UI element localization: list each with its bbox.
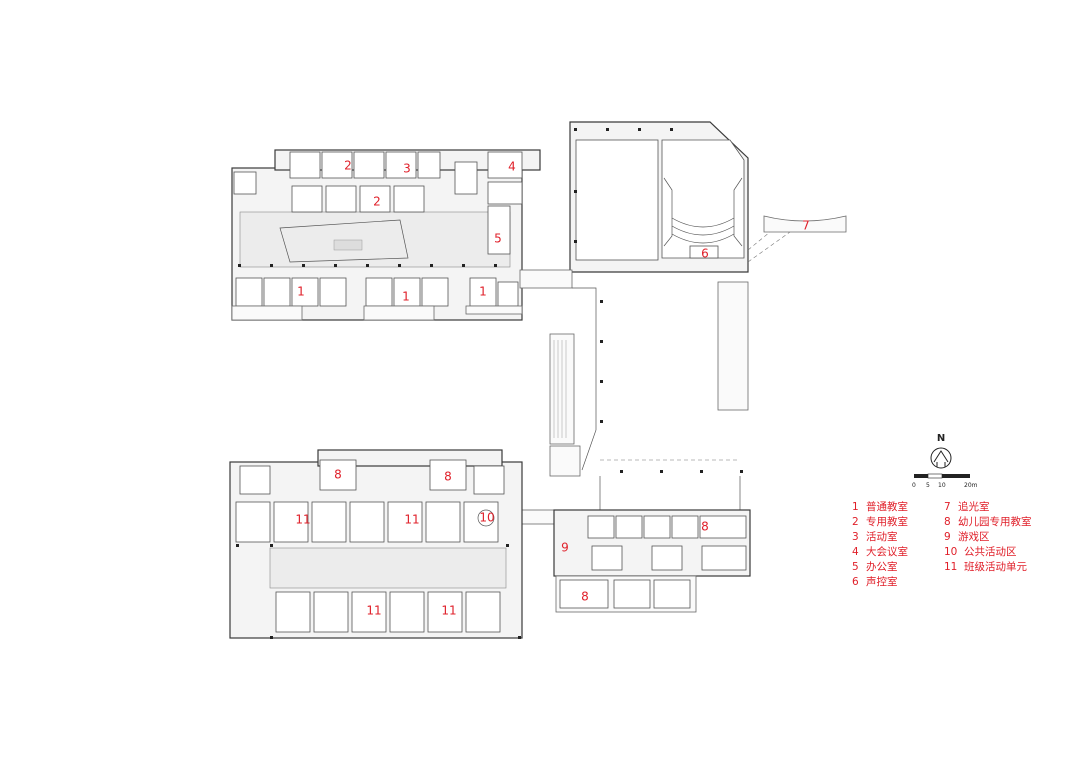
label-class-unit-c: 11 bbox=[366, 604, 381, 618]
label-office: 5 bbox=[494, 232, 502, 246]
scale-10: 10 bbox=[938, 482, 946, 489]
scale-20m: 20m bbox=[964, 482, 978, 489]
scale-bar: 0 5 10 20m bbox=[912, 473, 978, 489]
label-class-unit-d: 11 bbox=[441, 604, 456, 618]
legend-num-3: 3 bbox=[852, 531, 859, 543]
kindergarten-block bbox=[229, 449, 523, 639]
label-specialty-room-a: 2 bbox=[344, 159, 352, 173]
label-class-unit-b: 11 bbox=[404, 513, 419, 527]
label-public-activity: 10 bbox=[479, 511, 494, 525]
kindergarten-annex bbox=[553, 509, 751, 613]
label-kindergarten-room-d: 8 bbox=[581, 590, 589, 604]
legend-text-6: 声控室 bbox=[866, 575, 898, 588]
legend-text-7: 追光室 bbox=[958, 500, 990, 513]
label-spotlight-room: 7 bbox=[802, 219, 810, 233]
label-conference-room: 4 bbox=[508, 160, 516, 174]
courtyard-corridors bbox=[519, 269, 749, 525]
label-classroom-c: 1 bbox=[479, 285, 487, 299]
legend-text-2: 专用教室 bbox=[866, 515, 908, 528]
legend-text-11: 班级活动单元 bbox=[964, 561, 1027, 573]
legend-num-1: 1 bbox=[852, 501, 859, 513]
legend-text-9: 游戏区 bbox=[958, 530, 990, 543]
label-kindergarten-room-c: 8 bbox=[701, 520, 709, 534]
north-arrow: N bbox=[930, 433, 952, 469]
legend-text-3: 活动室 bbox=[866, 530, 898, 543]
compass-icon bbox=[930, 447, 952, 469]
auditorium-block bbox=[569, 121, 847, 273]
legend-num-11: 11 bbox=[944, 561, 957, 573]
label-classroom-b: 1 bbox=[402, 290, 410, 304]
label-classroom-a: 1 bbox=[297, 285, 305, 299]
label-activity-room: 3 bbox=[403, 162, 411, 176]
legend: 1 普通教室 2 专用教室 3 活动室 4 大会议室 5 办公室 6 声控室 7… bbox=[852, 500, 1032, 588]
legend-text-8: 幼儿园专用教室 bbox=[958, 515, 1032, 528]
label-kindergarten-room-a: 8 bbox=[334, 468, 342, 482]
legend-num-10: 10 bbox=[944, 546, 957, 558]
label-kindergarten-room-b: 8 bbox=[444, 470, 452, 484]
legend-text-5: 办公室 bbox=[866, 560, 898, 573]
label-class-unit-a: 11 bbox=[295, 513, 310, 527]
legend-text-10: 公共活动区 bbox=[964, 546, 1017, 558]
scale-0: 0 bbox=[912, 482, 916, 489]
legend-num-4: 4 bbox=[852, 546, 859, 558]
legend-num-7: 7 bbox=[944, 501, 951, 513]
legend-num-5: 5 bbox=[852, 561, 859, 573]
legend-num-2: 2 bbox=[852, 516, 859, 528]
label-sound-control: 6 bbox=[701, 247, 709, 261]
teaching-block-north bbox=[231, 149, 541, 321]
legend-text-1: 普通教室 bbox=[866, 500, 908, 513]
label-specialty-room-b: 2 bbox=[373, 195, 381, 209]
legend-num-8: 8 bbox=[944, 516, 951, 528]
legend-num-9: 9 bbox=[944, 531, 951, 543]
legend-text-4: 大会议室 bbox=[866, 545, 908, 558]
legend-num-6: 6 bbox=[852, 576, 859, 588]
room-labels: 2 3 2 4 5 1 1 1 6 7 8 8 8 8 9 10 11 11 1… bbox=[295, 159, 809, 618]
scale-5: 5 bbox=[926, 482, 930, 489]
label-play-area: 9 bbox=[561, 541, 569, 555]
north-label: N bbox=[937, 433, 945, 444]
